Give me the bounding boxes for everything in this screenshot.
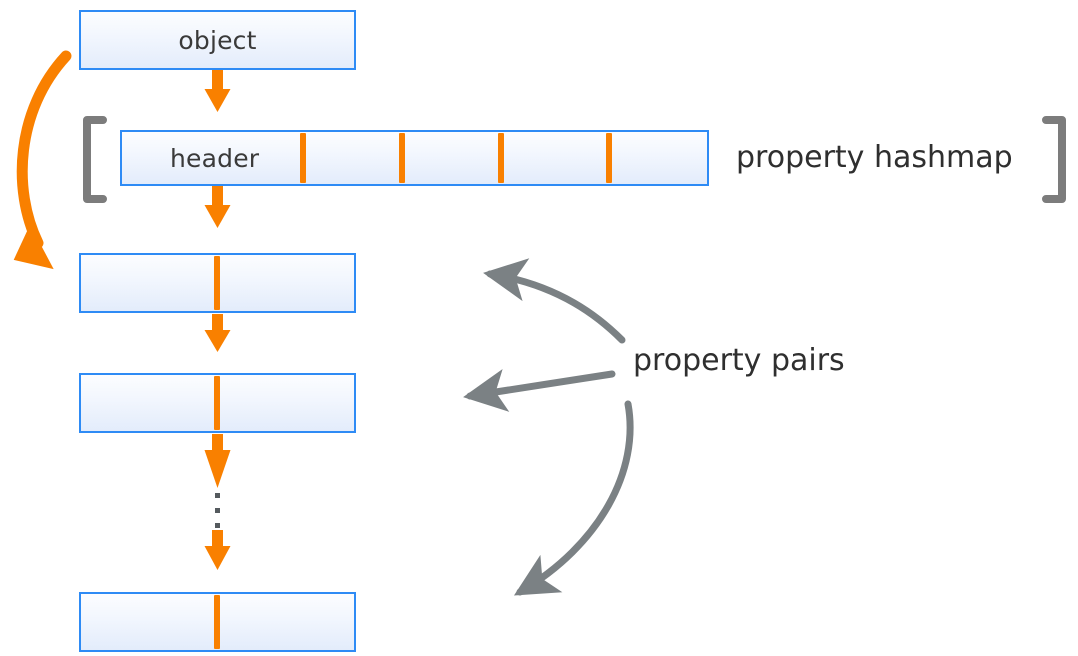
- property-hashmap-box[interactable]: header: [120, 130, 709, 186]
- bracket-close: [1042, 116, 1066, 203]
- hashmap-slot-divider-2: [399, 133, 405, 183]
- arrow-pairs-label-to-last-pair: [513, 400, 634, 596]
- ellipsis-dot-2: [215, 508, 220, 513]
- object-box-label: object: [178, 25, 257, 55]
- hashmap-header-label: header: [170, 143, 260, 173]
- arrow-ellipsis-to-last-pair: [204, 530, 231, 570]
- arrow-pairs-label-to-pair2: [463, 368, 616, 412]
- arrow-pairs-label-to-pair1: [483, 258, 626, 344]
- object-box[interactable]: object: [79, 10, 356, 70]
- property-pair-divider-1: [214, 256, 220, 310]
- property-pairs-caption: property pairs: [633, 343, 845, 378]
- property-hashmap-caption: property hashmap: [736, 140, 1013, 175]
- hashmap-slot-divider-3: [498, 133, 504, 183]
- property-pair-divider-last: [214, 595, 220, 649]
- property-pair-divider-2: [214, 376, 220, 430]
- ellipsis-dot-3: [215, 523, 220, 528]
- arrow-object-to-pair1-curve: [13, 50, 72, 270]
- ellipsis-dot-1: [215, 493, 220, 498]
- arrow-hashmap-to-pair1: [204, 186, 231, 228]
- hashmap-slot-divider-1: [300, 133, 306, 183]
- bracket-open: [83, 116, 107, 203]
- arrow-pair1-to-pair2: [204, 314, 231, 352]
- hashmap-slot-divider-4: [606, 133, 612, 183]
- arrow-pair2-to-ellipsis: [204, 434, 231, 488]
- arrow-object-to-hashmap: [204, 70, 231, 112]
